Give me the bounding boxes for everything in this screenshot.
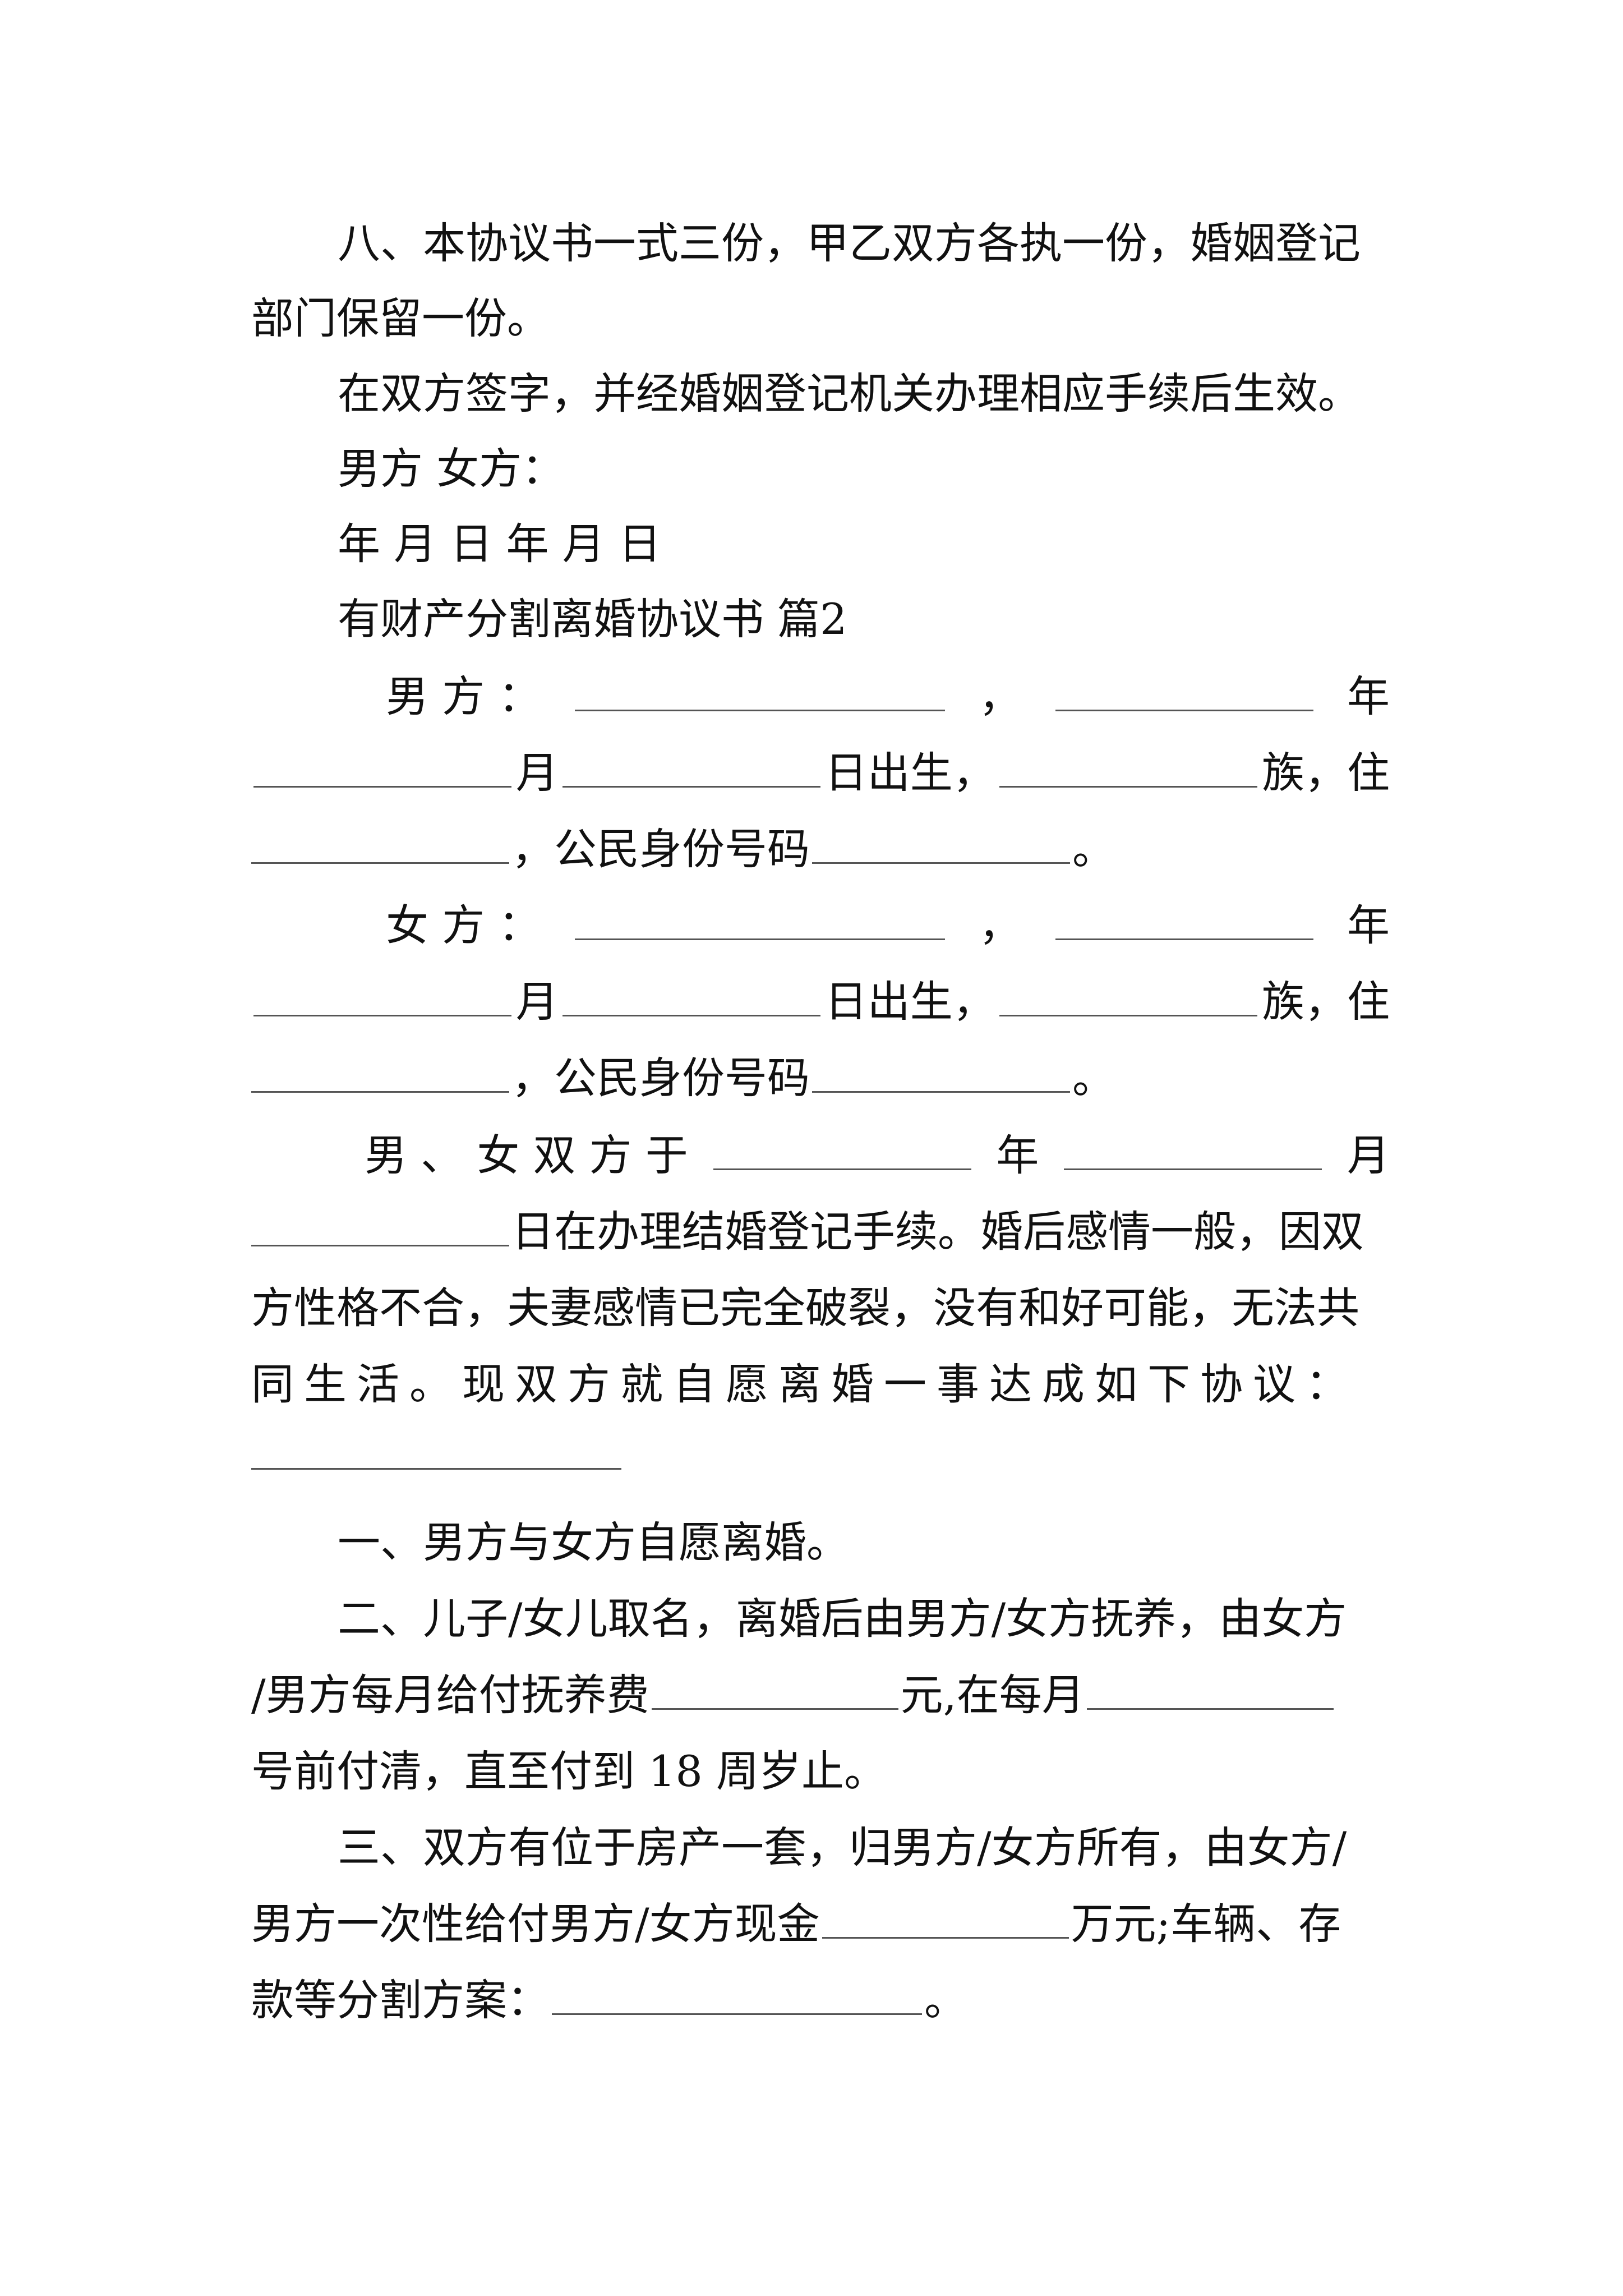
clause2-text-b: 元,在每月	[900, 1670, 1085, 1720]
division-plan-blank	[552, 1981, 922, 2015]
marriage-year-label: 年	[996, 1130, 1039, 1180]
man-address-blank	[251, 830, 509, 864]
woman-month-blank	[253, 982, 511, 1016]
woman-ethnic-label: 族，住	[1261, 977, 1390, 1027]
clause3-line3: 款等分割方案： 。	[251, 1967, 1390, 2034]
clause3-text-c: 款等分割方案：	[251, 1975, 550, 2025]
clause2-line1: 二、儿子/女儿取名，离婚后由男方/女方抚养，由女方	[338, 1594, 1347, 1644]
agreement-blank-line	[251, 1421, 1390, 1489]
man-name-blank	[574, 677, 945, 711]
marriage-text-2: 日在办理结婚登记手续。婚后感情一般，因双	[511, 1207, 1364, 1257]
woman-line2: 月 日出生， 族，住	[251, 968, 1390, 1036]
man-month-label: 月	[515, 748, 559, 798]
man-year-blank	[1055, 677, 1313, 711]
section-heading: 有财产分割离婚协议书 篇2	[338, 594, 847, 644]
woman-year-label: 年	[1347, 900, 1390, 950]
woman-day-blank	[562, 982, 821, 1016]
effect-text: 在双方签字，并经婚姻登记机关办理相应手续后生效。	[338, 369, 1361, 418]
woman-line1: 女 方 ： ， 年	[386, 892, 1390, 959]
signature-dates: 年 月 日 年 月 日	[338, 519, 661, 569]
man-ethnic-label: 族，住	[1261, 748, 1390, 798]
man-day-blank	[562, 753, 821, 788]
woman-address-blank	[251, 1059, 509, 1093]
marriage-lead: 男 、 女 双 方 于	[365, 1130, 688, 1180]
section8-line2: 部门保留一份。	[251, 293, 550, 343]
woman-comma: ，	[979, 900, 1022, 950]
clause2-text-a: /男方每月给付抚养费	[251, 1670, 649, 1720]
clause3-text-b: 万元;车辆、存	[1071, 1899, 1341, 1949]
woman-ethnic-blank	[999, 982, 1258, 1016]
woman-name-blank	[574, 906, 945, 940]
agreement-blank	[251, 1435, 621, 1470]
cash-amount-blank	[822, 1904, 1069, 1939]
man-line3: ，公民身份号码 。	[251, 816, 1390, 883]
clause2-line3: 号前付清，直至付到 18 周岁止。	[251, 1746, 887, 1796]
man-end: 。	[1072, 824, 1115, 874]
woman-id-label: ，公民身份号码	[511, 1053, 810, 1103]
woman-id-blank	[812, 1059, 1070, 1093]
marriage-line3: 方性格不合，夫妻感情已完全破裂，没有和好可能，无法共	[251, 1283, 1359, 1333]
marriage-year-blank	[713, 1136, 971, 1170]
man-id-label: ，公民身份号码	[511, 824, 810, 874]
support-fee-blank	[651, 1676, 898, 1710]
man-comma: ，	[979, 671, 1022, 721]
pay-day-blank	[1086, 1676, 1334, 1710]
clause3-text-a: 男方一次性给付男方/女方现金	[251, 1899, 820, 1949]
woman-year-blank	[1055, 906, 1313, 940]
marriage-line1: 男 、 女 双 方 于 年 月	[365, 1122, 1390, 1189]
marriage-line4: 同生活。现双方就自愿离婚一事达成如下协议：	[251, 1359, 1358, 1409]
man-ethnic-blank	[999, 753, 1258, 788]
marriage-day-blank	[251, 1212, 509, 1246]
man-year-label: 年	[1347, 671, 1390, 721]
marriage-line2: 日在办理结婚登记手续。婚后感情一般，因双	[251, 1198, 1390, 1266]
man-id-blank	[812, 830, 1070, 864]
clause3-line2: 男方一次性给付男方/女方现金 万元;车辆、存	[251, 1890, 1390, 1958]
man-label: 男 方 ：	[386, 671, 541, 721]
section8-line1: 八、本协议书一式三份，甲乙双方各执一份，婚姻登记	[338, 218, 1361, 268]
clause3-line1: 三、双方有位于房产一套，归男方/女方所有，由女方/	[338, 1823, 1347, 1872]
signature-parties: 男方 女方：	[338, 444, 565, 494]
clause1: 一、男方与女方自愿离婚。	[338, 1517, 849, 1567]
woman-born-label: 日出生，	[824, 977, 995, 1027]
woman-line3: ，公民身份号码 。	[251, 1045, 1390, 1112]
man-month-blank	[253, 753, 511, 788]
man-line1: 男 方 ： ， 年	[386, 663, 1390, 730]
man-born-label: 日出生，	[824, 748, 995, 798]
marriage-month-label: 月	[1347, 1130, 1390, 1180]
woman-label: 女 方 ：	[386, 900, 541, 950]
marriage-month-blank	[1064, 1136, 1322, 1170]
woman-month-label: 月	[515, 977, 559, 1027]
woman-end: 。	[1072, 1053, 1115, 1103]
clause3-text-d: 。	[924, 1975, 967, 2025]
man-line2: 月 日出生， 族，住	[251, 739, 1390, 807]
clause2-line2: /男方每月给付抚养费 元,在每月	[251, 1662, 1390, 1729]
